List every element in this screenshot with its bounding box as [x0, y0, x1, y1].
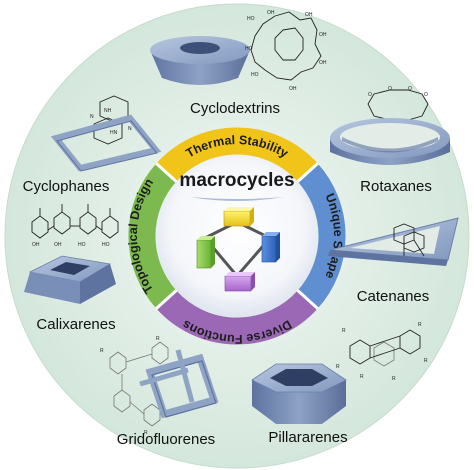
svg-text:HO: HO [102, 242, 110, 248]
svg-text:OH: OH [267, 10, 275, 16]
feature-ring [128, 127, 346, 345]
label-calixarenes: Calixarenes [36, 316, 115, 333]
svg-text:R: R [342, 328, 346, 334]
cyclodextrin-shape [150, 36, 250, 85]
svg-text:HO: HO [245, 46, 253, 52]
svg-text:NH: NH [104, 108, 112, 114]
cyclophane-shape [50, 114, 162, 172]
pillararene-structure: R R R R R R [336, 322, 428, 382]
pillararene-shape [251, 363, 347, 424]
ring-segment-bottom [156, 290, 318, 345]
rotaxane-ring-shape [330, 118, 450, 165]
center-disc [156, 155, 318, 317]
svg-text:HO: HO [251, 72, 259, 78]
purple-cube [224, 272, 255, 292]
ring-segment-right [297, 163, 346, 309]
label-cyclophanes: Cyclophanes [23, 178, 110, 195]
svg-text:R: R [392, 376, 396, 382]
ring-segment-top [156, 127, 318, 182]
svg-text:HN: HN [110, 130, 118, 136]
label-gridofluorenes: Gridofluorenes [117, 431, 215, 448]
yellow-cube [223, 207, 254, 227]
svg-text:R: R [424, 358, 428, 364]
svg-text:R: R [360, 374, 364, 380]
green-cube [196, 236, 215, 269]
calixarene-shape [24, 255, 116, 304]
svg-text:N: N [128, 126, 132, 132]
svg-text:OH: OH [305, 12, 313, 18]
svg-text:R: R [144, 430, 148, 436]
svg-text:OH: OH [319, 60, 327, 66]
label-cyclodextrins: Cyclodextrins [190, 100, 280, 117]
cyclodextrin-structure: HO OH OH OH OH HO HO OH [245, 10, 327, 92]
svg-text:N: N [90, 114, 94, 120]
ring-segment-left [128, 163, 177, 309]
svg-text:OH: OH [54, 242, 62, 248]
svg-text:OH: OH [289, 86, 297, 92]
svg-text:O: O [408, 86, 412, 92]
svg-text:HO: HO [78, 242, 86, 248]
blue-cube [261, 232, 280, 263]
cube-cycle-icon [196, 207, 280, 292]
catenane-structure [393, 223, 425, 257]
svg-text:O: O [424, 92, 428, 98]
label-rotaxanes: Rotaxanes [360, 178, 432, 195]
gridofluorene-structure: R R R [100, 336, 169, 436]
label-pillararenes: Pillararenes [268, 429, 347, 446]
title-underline-swoosh [190, 197, 284, 201]
center-title: macrocycles [179, 170, 294, 191]
svg-text:R: R [100, 348, 104, 354]
svg-text:R: R [156, 336, 160, 342]
svg-text:R: R [418, 322, 422, 328]
svg-text:O: O [388, 86, 392, 92]
calixarene-structure: OH OH HO HO [31, 204, 119, 248]
label-catenanes: Catenanes [357, 288, 430, 305]
svg-text:OH: OH [32, 242, 40, 248]
svg-text:HO: HO [247, 16, 255, 22]
svg-text:OH: OH [319, 32, 327, 38]
svg-text:R: R [336, 364, 340, 370]
gridofluorene-shape [139, 349, 219, 419]
svg-text:O: O [368, 92, 372, 98]
